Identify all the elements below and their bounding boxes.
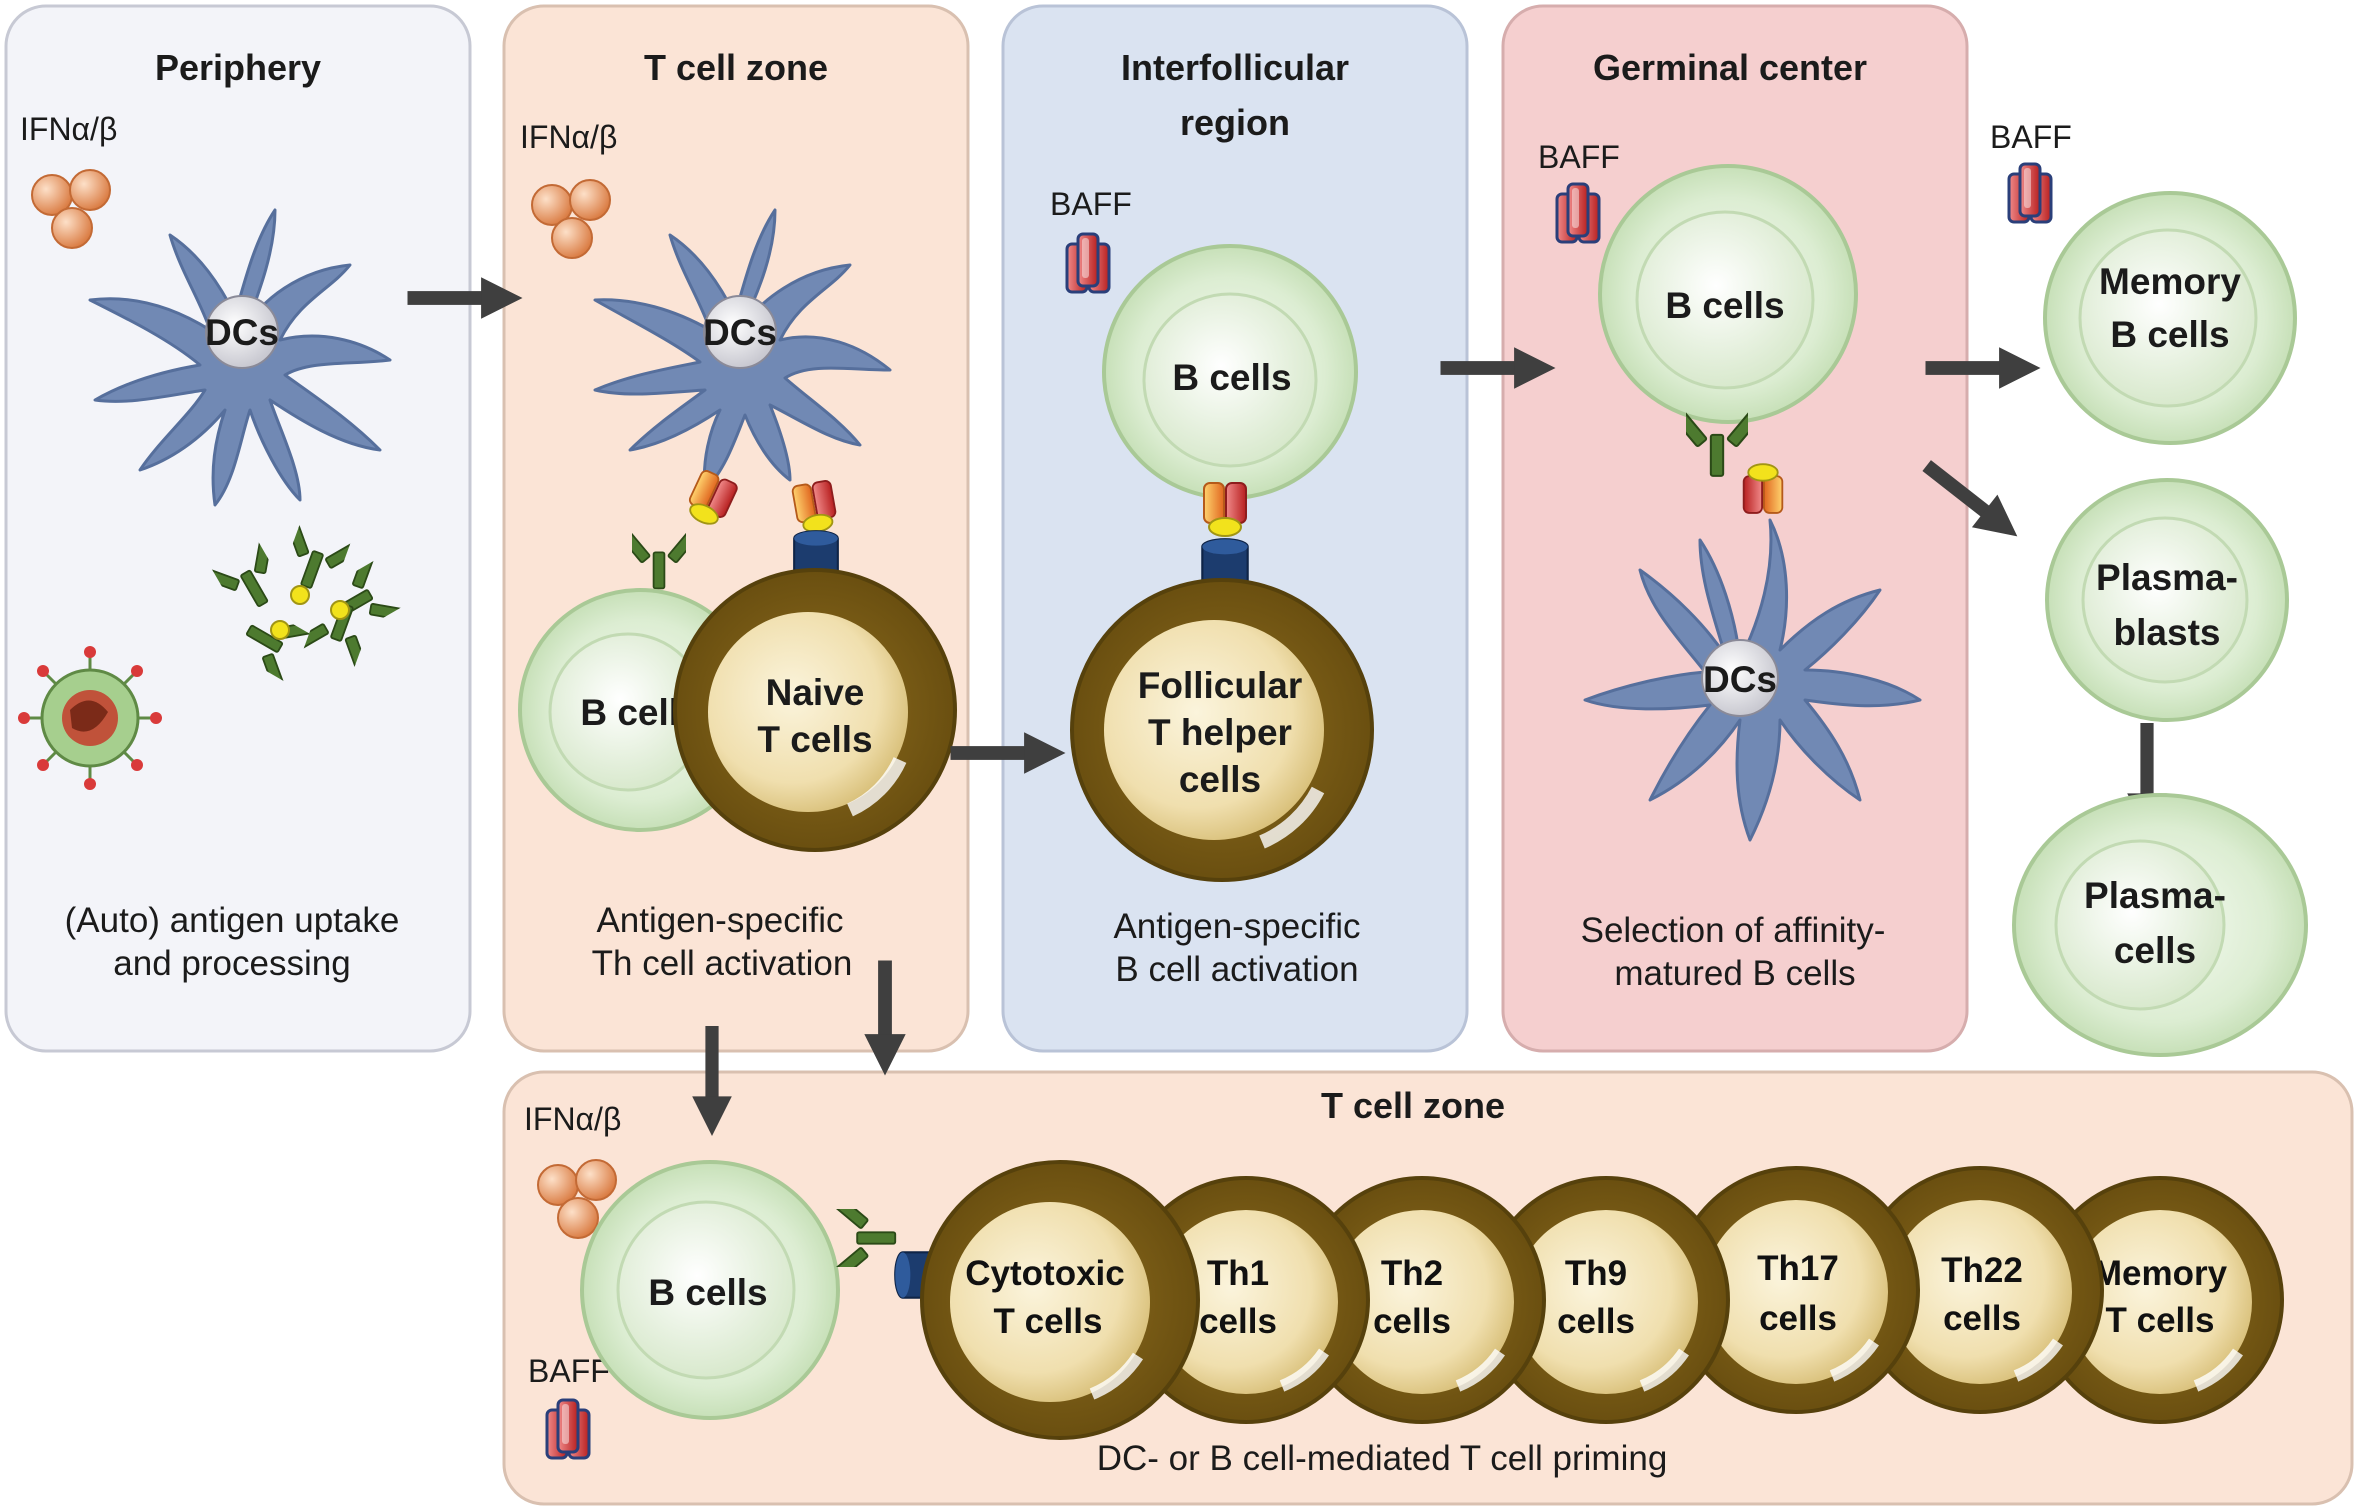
periphery-caption-line1: (Auto) antigen uptake xyxy=(65,901,400,940)
b-cell: B cells xyxy=(1102,244,1358,500)
periphery-panel xyxy=(4,4,472,1053)
mhc-receptor-icon xyxy=(1742,463,1784,514)
periphery-caption-line2: and processing xyxy=(113,944,350,983)
follicular-t-helper-cell: Follicular T helper cells xyxy=(1070,578,1374,882)
cytotoxic-t-cell: Cytotoxic T cells xyxy=(920,1160,1200,1440)
memory-b-line2: B cells xyxy=(2110,314,2229,355)
tcr-receptor-icon xyxy=(1201,538,1249,583)
germinal-center-caption-line2: matured B cells xyxy=(1614,954,1855,993)
t-cell-2-line2: cells xyxy=(1199,1302,1277,1341)
germinal-center-baff-label: BAFF xyxy=(1538,139,1620,175)
th22-cell: Th22 cells xyxy=(1856,1166,2104,1414)
t-cell-4-line1: Th9 xyxy=(1565,1254,1627,1293)
plasma-cells-line1: Plasma- xyxy=(2084,875,2226,916)
outputs-baff-label: BAFF xyxy=(1990,119,2072,155)
naive-t-cell: Naive T cells xyxy=(673,568,957,852)
t-cell-2-line1: Th1 xyxy=(1207,1254,1269,1293)
t-zone-top-caption-line1: Antigen-specific xyxy=(596,901,843,940)
naive-t-cells-line1: Naive xyxy=(766,672,865,713)
t-zone-bottom-ifn-label: IFNα/β xyxy=(524,1101,621,1137)
germinal-center-b-cells-label: B cells xyxy=(1665,285,1784,326)
th2-cell: Th2 cells xyxy=(1298,1176,1546,1424)
dc-cell: DCs xyxy=(593,208,892,492)
t-cell-3-line1: Th2 xyxy=(1381,1254,1443,1293)
t-zone-top-dc-label: DCs xyxy=(703,312,777,353)
t-cell-1-line1: Cytotoxic xyxy=(965,1254,1124,1293)
tcr-receptor-icon xyxy=(793,530,839,573)
plasmablasts-line1: Plasma- xyxy=(2096,557,2238,598)
baff-trimer-icon xyxy=(1065,232,1111,294)
t-zone-top-caption-line2: Th cell activation xyxy=(592,944,853,983)
interfollicular-caption-line1: Antigen-specific xyxy=(1113,907,1360,946)
memory-t-cell: Memory T cells xyxy=(2036,1176,2284,1424)
naive-t-cells-line2: T cells xyxy=(757,719,872,760)
t-cell-7-line2: T cells xyxy=(2106,1301,2215,1340)
baff-trimer-icon xyxy=(1555,182,1601,244)
th9-cell: Th9 cells xyxy=(1482,1176,1730,1424)
interfollicular-b-cells-label: B cells xyxy=(1172,357,1291,398)
plasmablasts-line2: blasts xyxy=(2114,612,2221,653)
germinal-center-title: Germinal center xyxy=(1593,47,1867,88)
t-cell-5-line1: Th17 xyxy=(1757,1249,1839,1288)
antibody-cluster xyxy=(205,518,409,688)
t-zone-top-ifn-label: IFNα/β xyxy=(520,119,617,155)
t-cell-1-line2: T cells xyxy=(994,1302,1103,1341)
dc-cell: DCs xyxy=(88,208,392,507)
periphery-dc-label: DCs xyxy=(205,312,279,353)
b-cell: B cells xyxy=(580,1160,840,1420)
memory-b-line1: Memory xyxy=(2099,261,2241,302)
germinal-center-dc-label: DCs xyxy=(1703,659,1777,700)
baff-trimer-icon xyxy=(2007,162,2053,224)
interfollicular-title-line2: region xyxy=(1180,102,1290,143)
memory-b-cell: Memory B cells xyxy=(2043,191,2297,445)
t-cell-zone-top-panel xyxy=(502,4,970,1053)
b-cell: B cells xyxy=(1598,164,1858,424)
t-cell-5-line2: cells xyxy=(1759,1299,1837,1338)
periphery-ifn-label: IFNα/β xyxy=(20,111,117,147)
tfh-line3: cells xyxy=(1179,759,1261,800)
interfollicular-caption-line2: B cell activation xyxy=(1115,950,1358,989)
tfh-line1: Follicular xyxy=(1138,665,1302,706)
dc-cell: DCs xyxy=(1583,518,1922,842)
interfollicular-title-line1: Interfollicular xyxy=(1121,47,1349,88)
plasmablast-cell: Plasma- blasts xyxy=(2045,478,2289,722)
t-cell-6-line1: Th22 xyxy=(1941,1251,2023,1290)
t-cell-7-line1: Memory xyxy=(2093,1254,2228,1293)
periphery-title: Periphery xyxy=(155,47,321,88)
interfollicular-baff-label: BAFF xyxy=(1050,186,1132,222)
baff-trimer-icon xyxy=(545,1398,591,1460)
plasma-cells-line2: cells xyxy=(2114,930,2196,971)
mhc-receptor-icon xyxy=(1202,481,1248,538)
germinal-center-caption-line1: Selection of affinity- xyxy=(1581,911,1886,950)
t-cell-row: Memory T cells Th22 cells Th17 cells Th9… xyxy=(920,1160,2284,1440)
t-zone-bottom-caption: DC- or B cell-mediated T cell priming xyxy=(1097,1439,1668,1478)
tfh-line2: T helper xyxy=(1148,712,1292,753)
th17-cell: Th17 cells xyxy=(1672,1166,1920,1414)
t-cell-4-line2: cells xyxy=(1557,1302,1635,1341)
t-zone-bottom-b-cells-label: B cells xyxy=(648,1272,767,1313)
t-zone-bottom-baff-label: BAFF xyxy=(528,1353,610,1389)
plasma-cell: Plasma- cells xyxy=(2012,793,2308,1057)
t-cell-3-line2: cells xyxy=(1373,1302,1451,1341)
t-zone-bottom-title: T cell zone xyxy=(1321,1085,1505,1126)
virus-icon xyxy=(18,646,162,790)
t-zone-top-title: T cell zone xyxy=(644,47,828,88)
t-cell-6-line2: cells xyxy=(1943,1299,2021,1338)
